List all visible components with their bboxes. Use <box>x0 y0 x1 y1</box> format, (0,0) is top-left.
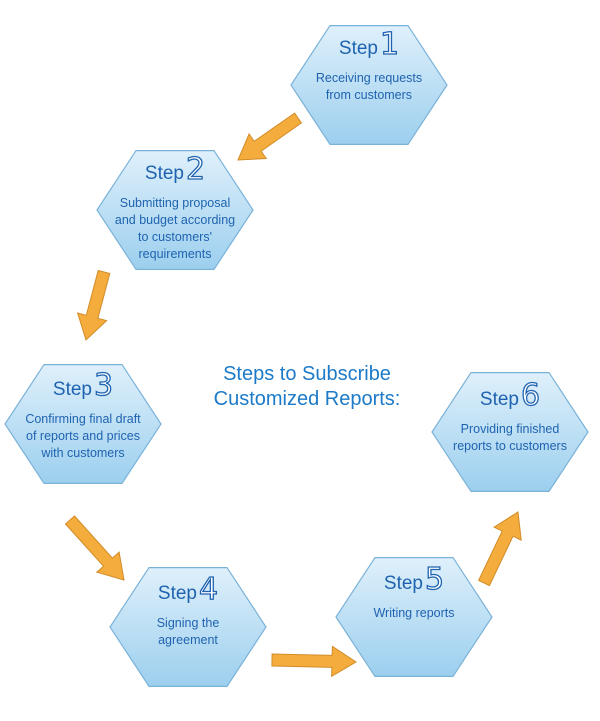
step-2-line-1: Submitting proposal <box>119 196 231 210</box>
step-3-card: Step 3 Confirming final draft of reports… <box>0 368 168 462</box>
step-3-number: 3 <box>93 368 114 403</box>
step-4-line-2: agreement <box>158 633 218 647</box>
step-5-word: Step <box>383 573 423 594</box>
step-5-card: Step 5 Writing reports <box>329 562 499 622</box>
step-3-word: Step <box>52 379 92 400</box>
arrow-step-5-to-6 <box>477 511 522 587</box>
step-1-number: 1 <box>379 27 400 62</box>
step-4-number: 4 <box>198 572 219 607</box>
step-3-hexagon <box>4 364 162 484</box>
step-1-description: Receiving requests from customers <box>316 70 422 104</box>
step-5-description: Writing reports <box>373 605 454 622</box>
arrow-step-1-to-2 <box>237 112 303 161</box>
step-6-heading: Step 6 <box>479 378 541 413</box>
step-2-line-2: and budget according <box>114 213 236 227</box>
step-6-hexagon <box>431 372 589 492</box>
step-1-card: Step 1 Receiving requests from customers <box>284 27 454 104</box>
arrow-step-3-to-4 <box>64 515 125 581</box>
step-2-hexagon <box>96 150 254 270</box>
step-2-card: Step 2 Submitting proposal and budget ac… <box>90 152 260 263</box>
title-line-1: Steps to Subscribe <box>223 363 391 385</box>
step-6-card: Step 6 Providing finished reports to cus… <box>425 378 595 455</box>
step-4-hexagon <box>109 566 267 688</box>
step-6-description: Providing finished reports to customers <box>453 421 567 455</box>
step-6-word: Step <box>479 389 519 410</box>
step-5-line-1: Writing reports <box>373 606 455 620</box>
title-line-2: Customized Reports: <box>213 388 401 410</box>
step-3-line-2: of reports and prices <box>26 429 140 443</box>
step-2-line-3: to customers' <box>138 230 212 244</box>
step-2-number: 2 <box>185 152 206 187</box>
step-5-heading: Step 5 <box>383 562 445 597</box>
step-2-word: Step <box>144 163 184 184</box>
step-4-card: Step 4 Signing the agreement <box>103 572 273 649</box>
step-6-line-2: reports to customers <box>453 439 567 453</box>
step-1-word: Step <box>338 38 378 59</box>
step-1-heading: Step 1 <box>338 27 400 62</box>
step-6-line-1: Providing finished <box>460 422 560 436</box>
step-2-line-4: requirements <box>138 247 212 261</box>
step-4-heading: Step 4 <box>157 572 219 607</box>
step-3-line-3: with customers <box>41 446 125 460</box>
step-3-line-1: Confirming final draft <box>25 412 141 426</box>
step-2-heading: Step 2 <box>144 152 206 187</box>
step-1-line-1: Receiving requests <box>315 71 423 85</box>
step-1-line-2: from customers <box>325 88 413 102</box>
step-3-description: Confirming final draft of reports and pr… <box>25 411 140 462</box>
step-3-heading: Step 3 <box>52 368 114 403</box>
step-1-hexagon <box>290 25 448 145</box>
arrow-step-4-to-5 <box>271 645 357 678</box>
step-4-line-1: Signing the <box>156 616 220 630</box>
arrow-step-2-to-3 <box>76 269 111 341</box>
step-5-hexagon <box>335 556 493 678</box>
step-5-number: 5 <box>424 562 445 597</box>
step-4-word: Step <box>157 583 197 604</box>
step-4-description: Signing the agreement <box>157 615 220 649</box>
diagram-title: Steps to Subscribe Customized Reports: <box>182 362 432 412</box>
step-2-description: Submitting proposal and budget according… <box>115 195 235 263</box>
step-6-number: 6 <box>520 378 541 413</box>
